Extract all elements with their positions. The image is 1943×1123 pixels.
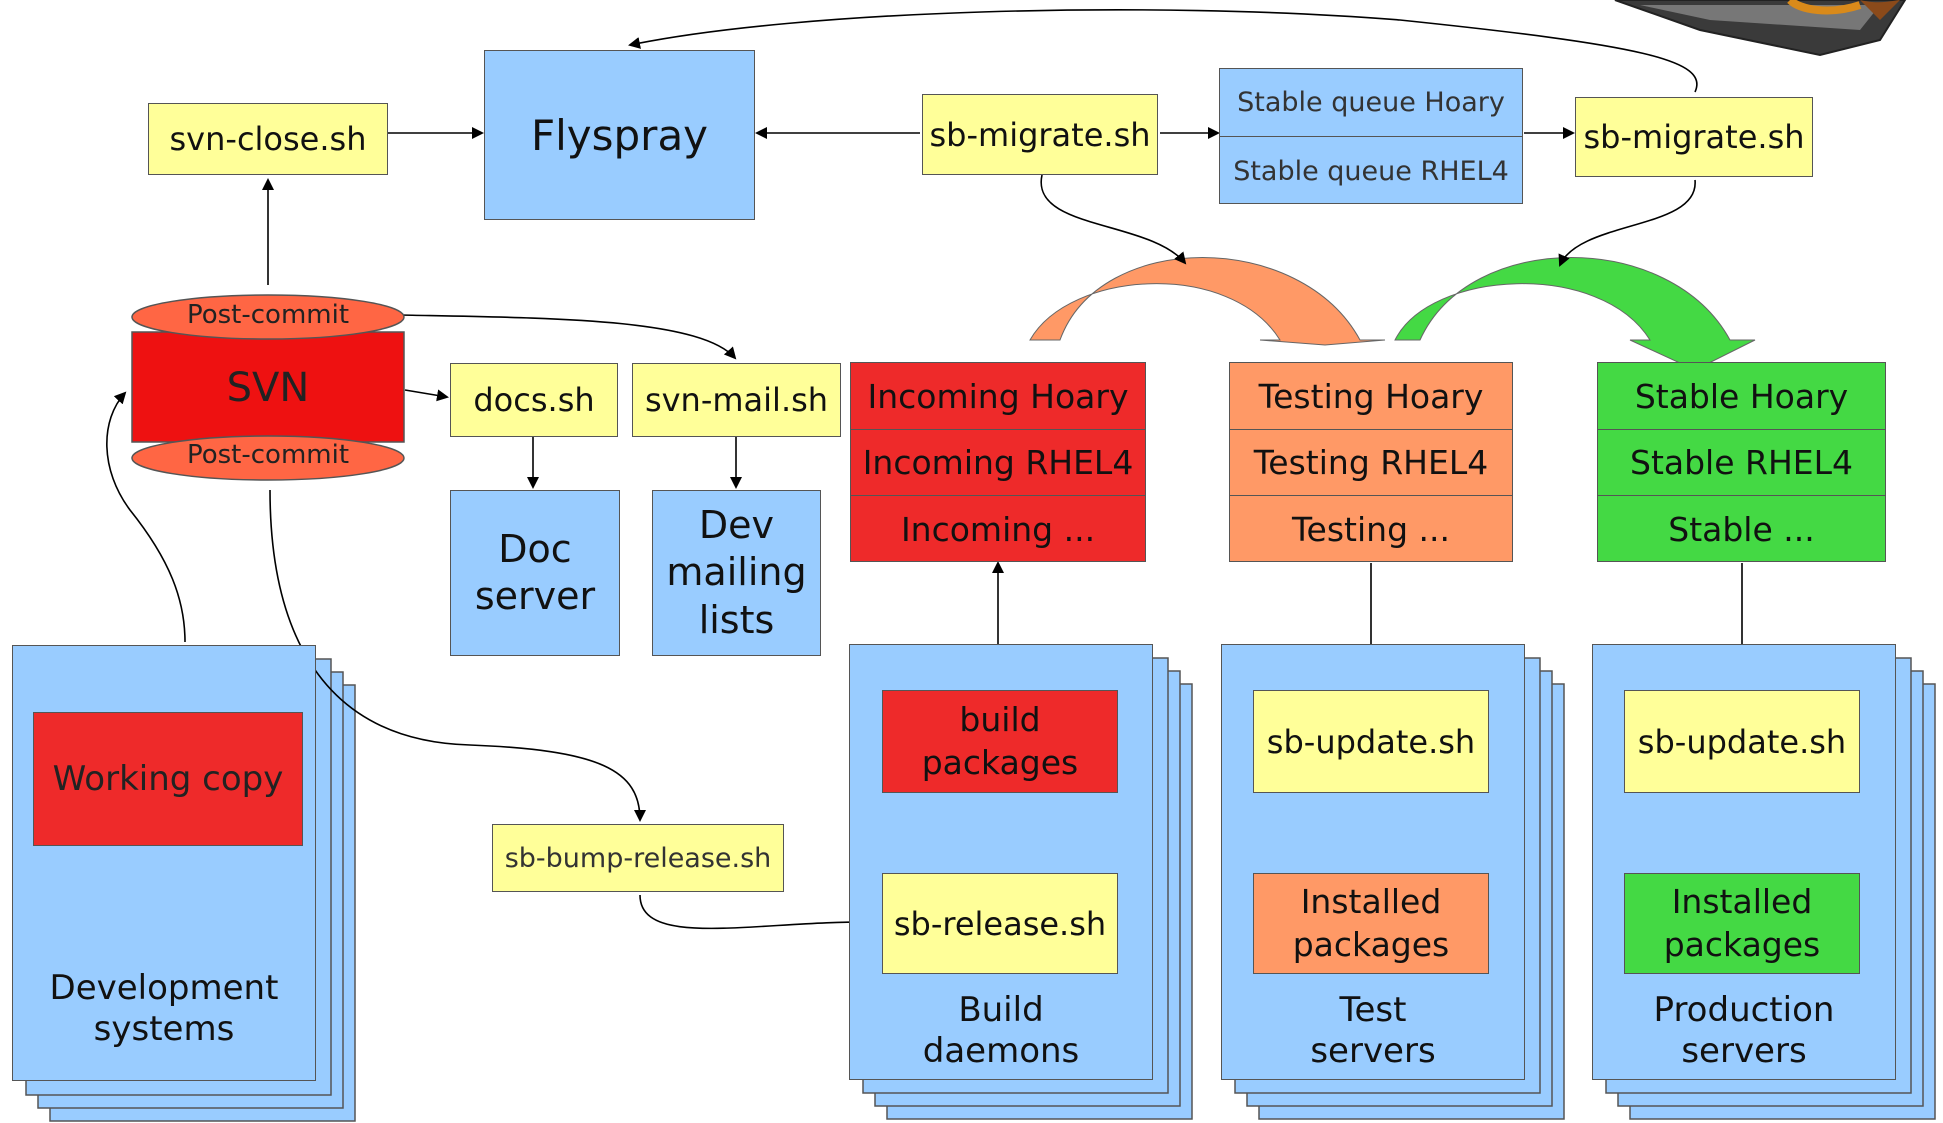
sb-migrate-to-testing-arrow [1040, 174, 1187, 265]
promote-testing-to-stable-arrow [1394, 257, 1756, 371]
post-commit-to-sb-bump-release-arrow [269, 489, 646, 822]
development-systems-line1: Development [49, 968, 279, 1008]
svn-repository-cylinder [131, 294, 405, 481]
doc-server-line1: Doc [498, 526, 572, 571]
keyboard-to-flyspray-arrow [628, 9, 1698, 93]
development-systems-label: Development systems [12, 968, 316, 1050]
post-commit-to-svn-mail-arrow [399, 314, 737, 360]
installed-packages-prod-line1: Installed [1671, 881, 1813, 921]
development-systems-line2: systems [93, 1008, 235, 1049]
sb-bump-release-to-sb-release-arrow [639, 894, 880, 930]
incoming-rhel4[interactable]: Incoming RHEL4 [851, 430, 1145, 496]
incoming-hoary[interactable]: Incoming Hoary [851, 363, 1145, 430]
production-servers-line1: Production [1653, 990, 1835, 1030]
test-servers-line2: servers [1310, 1030, 1436, 1071]
sb-migrate-script-right[interactable]: sb-migrate.sh [1575, 97, 1813, 177]
docs-script[interactable]: docs.sh [450, 363, 618, 437]
stable-hoary[interactable]: Stable Hoary [1598, 363, 1885, 430]
stable-queue-rhel4: Stable queue RHEL4 [1233, 155, 1509, 187]
installed-packages-test[interactable]: Installed packages [1253, 873, 1489, 974]
installed-packages-test-line2: packages [1292, 924, 1450, 964]
build-daemons-line2: daemons [922, 1030, 1080, 1071]
working-copy[interactable]: Working copy [33, 712, 303, 846]
svn-label[interactable]: SVN [226, 365, 310, 411]
promote-incoming-to-testing-arrow [1029, 257, 1386, 346]
incoming-repos: Incoming Hoary Incoming RHEL4 Incoming .… [850, 362, 1146, 562]
testing-hoary[interactable]: Testing Hoary [1230, 363, 1512, 430]
build-packages-line1: build [959, 699, 1041, 739]
dev-mailing-line2: mailing [666, 550, 807, 595]
production-servers-line2: servers [1681, 1030, 1807, 1071]
installed-packages-prod[interactable]: Installed packages [1624, 873, 1860, 974]
sb-migrate-right-to-stable-arrow [1558, 179, 1696, 267]
dev-mailing-lists[interactable]: Dev mailing lists [652, 490, 821, 656]
build-daemons-line1: Build [958, 990, 1044, 1030]
test-servers-label: Test servers [1221, 990, 1525, 1072]
doc-server[interactable]: Doc server [450, 490, 620, 656]
flyspray-tracker[interactable]: Flyspray [484, 50, 755, 220]
dev-mailing-line1: Dev [698, 502, 775, 547]
production-servers-label: Production servers [1592, 990, 1896, 1072]
user-at-keyboard-icon [1614, 0, 1907, 57]
testing-other[interactable]: Testing ... [1292, 510, 1450, 549]
doc-server-line2: server [474, 574, 596, 618]
post-commit-bottom-label: Post-commit [186, 440, 350, 470]
test-servers-line1: Test [1339, 990, 1407, 1030]
sb-release-script[interactable]: sb-release.sh [882, 873, 1118, 974]
svn-mail-script[interactable]: svn-mail.sh [632, 363, 841, 437]
sb-bump-release-script[interactable]: sb-bump-release.sh [492, 824, 784, 892]
stable-queue-hoary: Stable queue Hoary [1220, 69, 1522, 137]
svn-close-script[interactable]: svn-close.sh [148, 103, 388, 175]
sb-migrate-script-left[interactable]: sb-migrate.sh [922, 94, 1158, 175]
incoming-other[interactable]: Incoming ... [900, 510, 1096, 549]
sb-update-script-prod[interactable]: sb-update.sh [1624, 690, 1860, 793]
installed-packages-test-line1: Installed [1300, 881, 1442, 921]
dev-mailing-line3: lists [698, 597, 775, 642]
build-daemons-label: Build daemons [849, 990, 1153, 1072]
sb-update-script-test[interactable]: sb-update.sh [1253, 690, 1489, 793]
dev-systems-to-svn-arrow [106, 391, 186, 643]
post-commit-top-label: Post-commit [186, 300, 350, 330]
build-packages[interactable]: build packages [882, 690, 1118, 793]
stable-queue: Stable queue Hoary Stable queue RHEL4 [1219, 68, 1523, 204]
installed-packages-prod-line2: packages [1663, 924, 1821, 964]
testing-rhel4[interactable]: Testing RHEL4 [1230, 430, 1512, 496]
stable-repos: Stable Hoary Stable RHEL4 Stable ... [1597, 362, 1886, 562]
stable-other[interactable]: Stable ... [1668, 510, 1815, 549]
stable-rhel4[interactable]: Stable RHEL4 [1598, 430, 1885, 496]
svn-to-docs-arrow [404, 389, 449, 402]
testing-repos: Testing Hoary Testing RHEL4 Testing ... [1229, 362, 1513, 562]
build-packages-line2: packages [921, 742, 1079, 782]
